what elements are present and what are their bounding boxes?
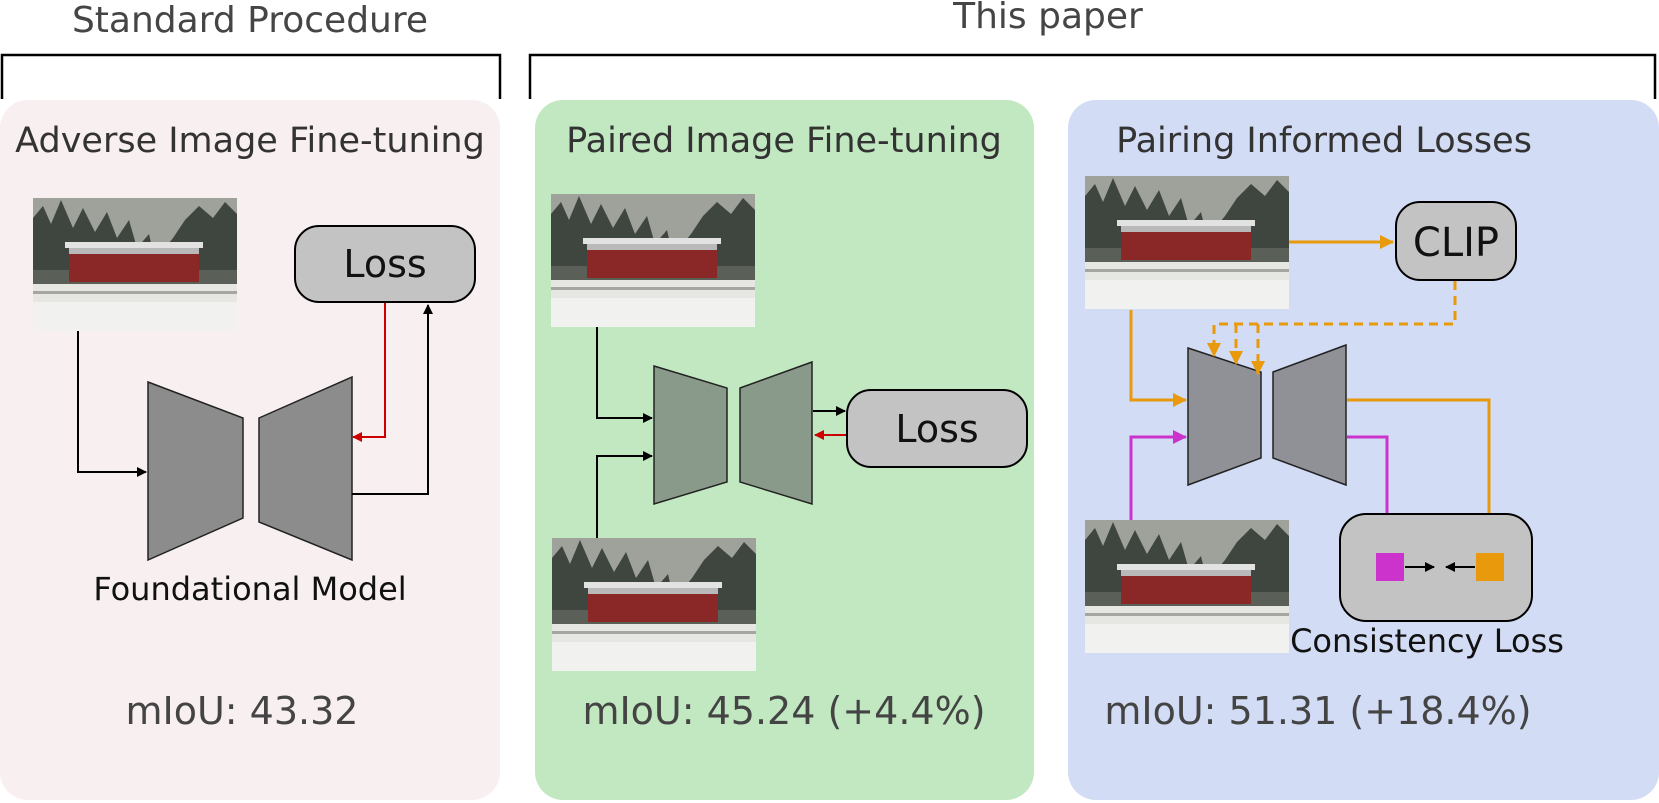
input-arrow-paired bbox=[596, 451, 653, 538]
paired-input-arrow bbox=[1129, 430, 1187, 520]
adverse-feature-square bbox=[1476, 553, 1504, 581]
clip-feature-arrow-1 bbox=[1207, 281, 1457, 357]
bracket-standard-procedure bbox=[0, 53, 502, 99]
paired-feature-square bbox=[1376, 553, 1404, 581]
paired-clear-image bbox=[552, 538, 756, 671]
miou-score: mIoU: 43.32 bbox=[126, 689, 359, 733]
clip-box bbox=[1395, 201, 1517, 281]
gradient-arrow bbox=[352, 303, 386, 442]
panel-title: Adverse Image Fine-tuning bbox=[15, 121, 485, 161]
bracket-this-paper bbox=[528, 53, 1657, 99]
decoder-shape bbox=[739, 360, 813, 506]
adverse-output-arrow bbox=[1347, 398, 1496, 551]
encoder-shape bbox=[653, 364, 728, 506]
decoder-shape bbox=[1272, 343, 1347, 487]
paired-output-arrow bbox=[1347, 435, 1394, 551]
adverse-image bbox=[1085, 176, 1289, 309]
header-standard-procedure: Standard Procedure bbox=[72, 0, 428, 41]
panel-pairing-informed-losses: Pairing Informed Losses CLIP Consistency… bbox=[1068, 100, 1659, 800]
adverse-image bbox=[33, 198, 237, 331]
adverse-input-arrow bbox=[1129, 310, 1187, 407]
miou-score: mIoU: 51.31 (+18.4%) bbox=[1104, 689, 1531, 733]
adverse-image bbox=[551, 194, 755, 327]
panel-adverse-image-fine-tuning: Adverse Image Fine-tuning Loss Foundatio… bbox=[0, 100, 500, 800]
loss-box-label: Loss bbox=[895, 407, 978, 451]
loss-box-label: Loss bbox=[343, 242, 426, 286]
miou-score: mIoU: 45.24 (+4.4%) bbox=[582, 689, 985, 733]
encoder-shape bbox=[147, 380, 244, 562]
decoder-shape bbox=[258, 375, 353, 562]
foundational-model-caption: Foundational Model bbox=[93, 570, 406, 608]
input-arrow-adverse bbox=[596, 327, 653, 423]
input-arrow bbox=[77, 331, 147, 477]
panel-title: Paired Image Fine-tuning bbox=[566, 121, 1002, 161]
clip-box-label: CLIP bbox=[1413, 220, 1499, 266]
panel-title: Pairing Informed Losses bbox=[1116, 121, 1532, 161]
consistency-loss-box bbox=[1339, 513, 1533, 622]
output-arrow bbox=[352, 304, 433, 495]
consistency-loss-caption: Consistency Loss bbox=[1290, 622, 1564, 660]
loss-box bbox=[846, 389, 1028, 468]
loss-box bbox=[294, 225, 476, 303]
header-this-paper: This paper bbox=[952, 0, 1143, 37]
paired-clear-image bbox=[1085, 520, 1289, 653]
panel-paired-image-fine-tuning: Paired Image Fine-tuning Loss mIoU: 45.2… bbox=[535, 100, 1034, 800]
